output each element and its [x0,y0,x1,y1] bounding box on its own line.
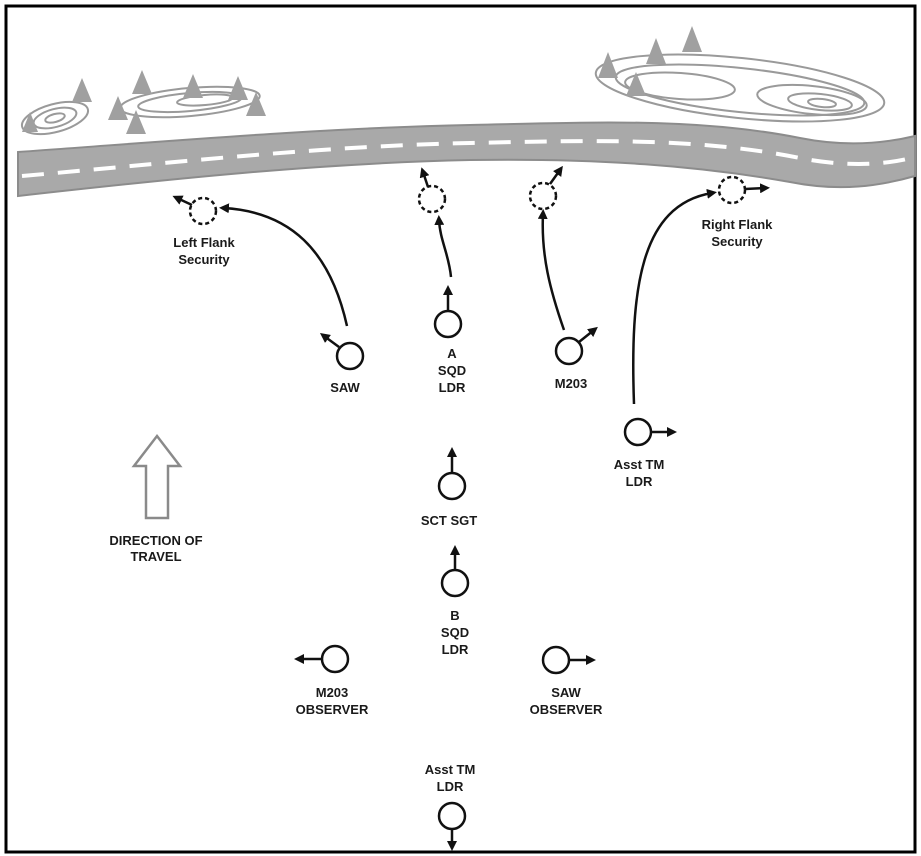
diagram-border [4,4,917,854]
saw-observer-label-line1: SAW [551,685,581,700]
asst-tm-ldr-bottom-label-line2: LDR [437,779,464,794]
a-sqd-ldr-next-facing [419,167,430,188]
road-center-line [21,139,916,178]
m203-next-facing [548,165,563,185]
a-sqd-ldr-next-position [417,184,447,214]
m203-observer-soldier-symbol [320,644,350,674]
m203-observer-label-line1: M203 [316,685,349,700]
asst-tm-ldr-right-label-line1: Asst TM [614,457,665,472]
asst-tm-ldr-movement-arrow [631,188,717,405]
m203-movement-arrow [537,209,566,331]
right-flank-label-line1: Right Flank [702,217,774,232]
b-sqd-ldr-soldier-symbol [440,568,470,598]
direction-label-line1: DIRECTION OF [109,533,202,548]
direction-label-line2: TRAVEL [130,549,181,564]
a-sqd-ldr-label-line2: SQD [438,363,466,378]
b-sqd-ldr-label-line3: LDR [442,642,469,657]
a-sqd-ldr-label-line1: A [447,346,457,361]
left-flank-facing-arrow [172,195,193,207]
asst-tm-ldr-bottom-soldier-symbol [437,801,467,831]
saw-label: SAW [330,380,360,395]
m203-label: M203 [555,376,588,391]
m203-facing-arrow [578,326,598,343]
right-flank-facing-arrow [744,183,770,194]
a-sqd-ldr-soldier-symbol [433,309,463,339]
tree-group-right [598,26,702,96]
a-sqd-ldr-movement-arrow [434,215,453,278]
asst-tm-ldr-bottom-label-line1: Asst TM [425,762,476,777]
saw-facing-arrow [319,333,340,349]
a-sqd-ldr-label-line3: LDR [439,380,466,395]
asst-tm-ldr-right-label-line2: LDR [626,474,653,489]
m203-soldier-symbol [554,336,584,366]
sct-sgt-soldier-symbol [437,471,467,501]
direction-of-travel-arrow [131,433,183,520]
left-flank-label-line2: Security [178,252,230,267]
sct-sgt-label: SCT SGT [421,513,477,528]
asst-tm-ldr-right-soldier-symbol [623,417,653,447]
saw-observer-label-line2: OBSERVER [530,702,603,717]
saw-soldier-symbol [335,341,365,371]
b-sqd-ldr-label-line2: SQD [441,625,469,640]
b-sqd-ldr-label-line1: B [450,608,459,623]
m203-next-position [528,181,558,211]
m203-observer-label-line2: OBSERVER [296,702,369,717]
left-flank-label-line1: Left Flank [173,235,235,250]
right-flank-label-line2: Security [711,234,763,249]
tree-group-left [22,70,266,134]
right-flank-security-position [717,175,747,205]
saw-observer-soldier-symbol [541,645,571,675]
road [17,121,916,198]
saw-movement-arrow [219,203,349,327]
left-flank-security-position [188,196,218,226]
